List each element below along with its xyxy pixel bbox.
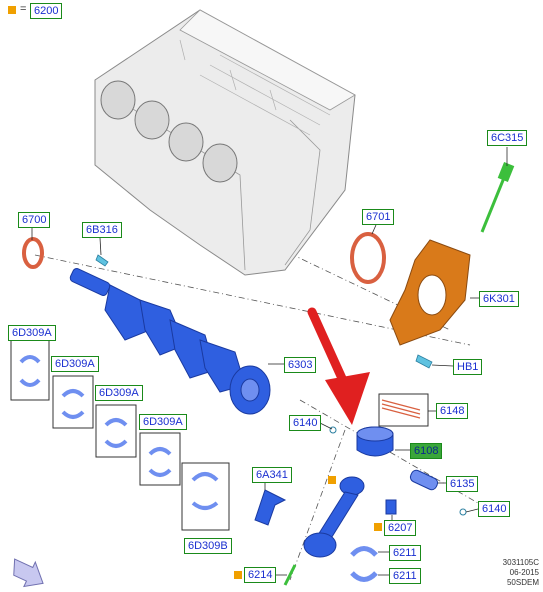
label-6211-a[interactable]: 6211 <box>389 545 421 561</box>
marker-6207-icon <box>328 476 336 484</box>
retaining-clip-6140-b <box>459 508 467 516</box>
retaining-clip-6140-a <box>329 426 337 434</box>
label-6135[interactable]: 6135 <box>446 476 479 492</box>
crankshaft-6303 <box>69 268 271 415</box>
drawing-ref-line2: 06-2015 <box>509 568 539 577</box>
legend-equals: = <box>20 3 27 15</box>
drawing-ref-line3: 50SDEM <box>506 578 539 587</box>
label-6B316[interactable]: 6B316 <box>82 222 122 238</box>
label-6K301[interactable]: 6K301 <box>479 291 519 307</box>
marker-6214-icon <box>234 571 242 579</box>
oil-jet-6A341 <box>254 489 287 526</box>
bolt-HB1 <box>415 354 433 369</box>
rings-box <box>378 393 429 427</box>
rod-bearing-6211-a <box>350 546 378 557</box>
label-6148[interactable]: 6148 <box>436 403 469 419</box>
label-6C315[interactable]: 6C315 <box>487 130 528 146</box>
bolt-6207 <box>385 499 397 515</box>
engine-block <box>94 9 356 276</box>
legend-symbol-icon <box>8 6 16 14</box>
piston-rings-6148 <box>381 399 421 419</box>
label-6D309A-4[interactable]: 6D309A <box>139 414 187 430</box>
leader-lines <box>31 147 508 576</box>
main-bearing-shells <box>19 355 219 510</box>
piston-pin-6135 <box>409 469 439 491</box>
label-6214[interactable]: 6214 <box>244 567 277 583</box>
label-6701[interactable]: 6701 <box>362 209 395 225</box>
piston-6108 <box>356 426 394 457</box>
rear-seal-6700 <box>22 237 44 269</box>
label-6D309A-1[interactable]: 6D309A <box>8 325 56 341</box>
red-arrow <box>307 307 370 425</box>
sensor-6B316 <box>95 254 109 267</box>
label-6A341[interactable]: 6A341 <box>252 467 292 483</box>
rod-bolt-6214 <box>283 564 297 586</box>
legend-label-6200[interactable]: 6200 <box>30 3 63 19</box>
label-6108[interactable]: 6108 <box>410 443 443 459</box>
drawing-ref-line1: 3031105C <box>502 558 539 567</box>
label-6140-a[interactable]: 6140 <box>289 415 322 431</box>
view-arrow-icon <box>13 558 44 588</box>
seal-retainer-6K301 <box>389 239 471 346</box>
label-HB1[interactable]: HB1 <box>453 359 483 375</box>
oil-seal-6701 <box>350 232 386 284</box>
label-6211-b[interactable]: 6211 <box>389 568 421 584</box>
connecting-rod <box>303 476 365 558</box>
label-6140-b[interactable]: 6140 <box>478 501 511 517</box>
label-6700[interactable]: 6700 <box>18 212 51 228</box>
label-6D309A-3[interactable]: 6D309A <box>95 385 143 401</box>
label-6303[interactable]: 6303 <box>284 357 317 373</box>
marker-6207b-icon <box>374 523 382 531</box>
label-6D309A-2[interactable]: 6D309A <box>51 356 99 372</box>
label-6207[interactable]: 6207 <box>384 520 417 536</box>
rod-bearing-6211-b <box>350 571 378 582</box>
drawing-reference: 3031105C 06-2015 50SDEM <box>503 558 539 588</box>
label-6D309B[interactable]: 6D309B <box>184 538 232 554</box>
dipstick-6C315 <box>480 162 515 233</box>
